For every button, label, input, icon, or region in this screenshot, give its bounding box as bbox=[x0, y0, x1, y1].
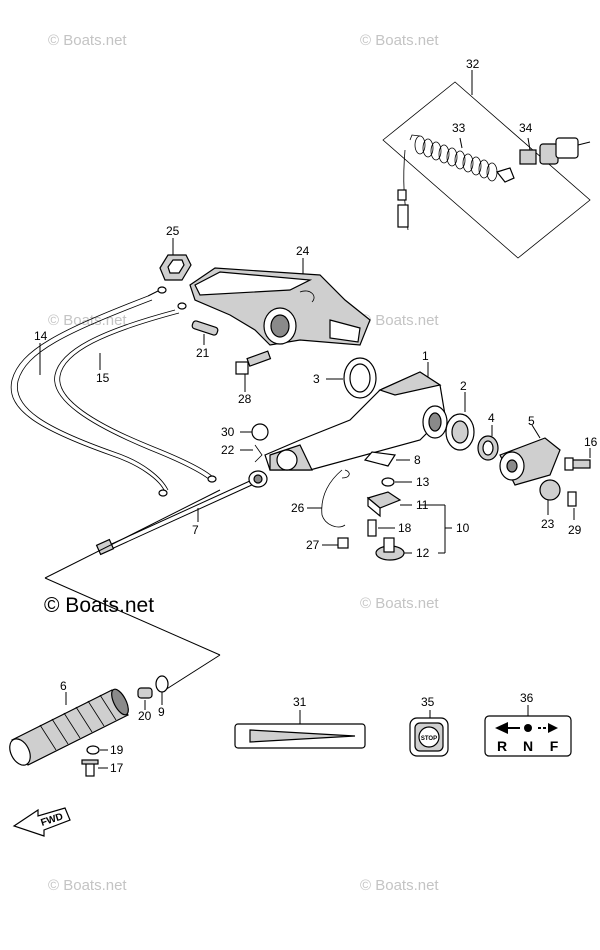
part-18-bolt bbox=[367, 519, 395, 537]
shift-n-label: N bbox=[523, 738, 533, 754]
part-label: 22 bbox=[221, 443, 235, 457]
part-16-screw bbox=[564, 448, 591, 471]
part-17-screw bbox=[81, 759, 108, 777]
leader-line bbox=[44, 489, 221, 579]
part-label: 30 bbox=[221, 425, 235, 439]
part-label: 11 bbox=[416, 498, 429, 512]
part-label: 23 bbox=[541, 517, 555, 531]
part-2-seal bbox=[445, 392, 475, 451]
part-label: 8 bbox=[414, 453, 421, 467]
part-28-bolt bbox=[235, 350, 272, 392]
part-35-stop-decal: STOP bbox=[409, 710, 449, 757]
part-labels: 32 33 34 25 24 14 21 1 15 3 2 28 4 5 30 … bbox=[34, 57, 598, 775]
shift-r-label: R bbox=[497, 738, 507, 754]
part-label: 35 bbox=[421, 695, 435, 709]
part-label: 4 bbox=[488, 411, 495, 425]
part-label: 7 bbox=[192, 523, 199, 537]
part-4-bushing bbox=[477, 425, 499, 461]
part-27-screw bbox=[322, 537, 349, 549]
watermark-main: © Boats.net bbox=[44, 594, 154, 617]
part-label: 29 bbox=[568, 523, 582, 537]
part-19-washer bbox=[86, 745, 108, 755]
watermark: © Boats.net bbox=[360, 595, 439, 612]
part-label: 17 bbox=[110, 761, 124, 775]
part-3-ring bbox=[326, 357, 377, 399]
stop-label: STOP bbox=[421, 736, 437, 742]
part-label: 26 bbox=[291, 501, 305, 515]
part-label: 14 bbox=[34, 329, 48, 343]
part-label: 33 bbox=[452, 121, 466, 135]
part-label: 27 bbox=[306, 538, 320, 552]
part-30-cap bbox=[240, 423, 269, 441]
fwd-arrow-icon: FWD bbox=[12, 807, 71, 837]
part-23-disk bbox=[539, 479, 561, 515]
watermark: © Boats.net bbox=[48, 877, 127, 894]
leader-line bbox=[164, 654, 221, 691]
part-25-grommet bbox=[159, 238, 192, 281]
part-label: 18 bbox=[398, 521, 412, 535]
part-label: 5 bbox=[528, 414, 535, 428]
part-label: 12 bbox=[416, 546, 430, 560]
part-8-plate bbox=[363, 451, 410, 467]
part-label: 31 bbox=[293, 695, 307, 709]
part-1-tiller-handle bbox=[264, 362, 448, 471]
part-label: 28 bbox=[238, 392, 252, 406]
part-22-clip bbox=[240, 444, 263, 463]
part-label: 9 bbox=[158, 705, 165, 719]
part-label: 6 bbox=[60, 679, 67, 693]
stop-switch-kit bbox=[382, 70, 591, 259]
part-7-shift-rod bbox=[95, 470, 268, 556]
part-11-block bbox=[366, 491, 412, 518]
part-31-throttle-decal bbox=[234, 710, 366, 749]
part-label: 25 bbox=[166, 224, 180, 238]
part-26-spring bbox=[307, 469, 350, 528]
leader-line bbox=[44, 577, 221, 656]
part-label: 24 bbox=[296, 244, 310, 258]
part-label: 34 bbox=[519, 121, 533, 135]
part-21-spring bbox=[191, 320, 219, 345]
part-label: 19 bbox=[110, 743, 124, 757]
watermark: © Boats.net bbox=[360, 312, 439, 329]
part-label: 21 bbox=[196, 346, 210, 360]
part-12-knob bbox=[375, 537, 412, 561]
part-29-screw bbox=[567, 491, 577, 520]
part-label: 15 bbox=[96, 371, 110, 385]
part-6-throttle-grip bbox=[9, 688, 129, 766]
shift-f-label: F bbox=[550, 738, 559, 754]
part-label: 36 bbox=[520, 691, 534, 705]
part-5-arm bbox=[499, 424, 561, 486]
watermark: © Boats.net bbox=[360, 877, 439, 894]
part-label: 1 bbox=[422, 349, 429, 363]
part-label: 2 bbox=[460, 379, 467, 393]
part-13-washer bbox=[381, 477, 412, 487]
part-24-tiller-bracket bbox=[189, 258, 371, 346]
part-14-throttle-cable bbox=[10, 286, 169, 497]
watermark-layer: © Boats.net © Boats.net © Boats.net © Bo… bbox=[44, 32, 439, 894]
watermark: © Boats.net bbox=[48, 32, 127, 49]
part-label: 32 bbox=[466, 57, 480, 71]
part-15-throttle-cable bbox=[54, 302, 217, 483]
part-20-spring bbox=[137, 687, 153, 710]
part-9-washer bbox=[155, 675, 169, 705]
part-label: 20 bbox=[138, 709, 152, 723]
part-label: 3 bbox=[313, 372, 320, 386]
part-label: 16 bbox=[584, 435, 598, 449]
part-36-shift-decal: R N F bbox=[484, 705, 572, 757]
part-label: 10 bbox=[456, 521, 470, 535]
watermark: © Boats.net bbox=[360, 32, 439, 49]
part-label: 13 bbox=[416, 475, 430, 489]
